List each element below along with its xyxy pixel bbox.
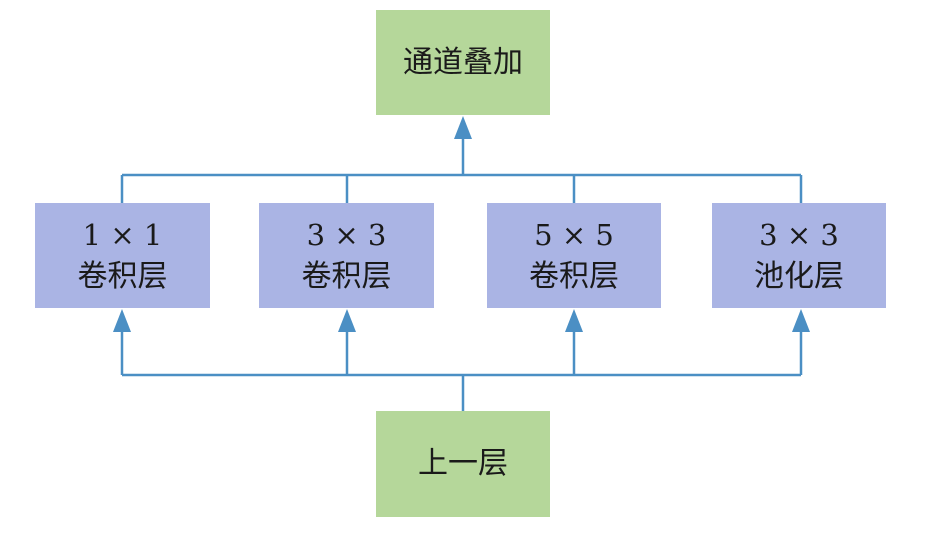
arrowhead-branch-1 <box>338 309 356 332</box>
branch-layer-type: 卷积层 <box>529 258 619 294</box>
branch-kernel-size: 3 × 3 <box>306 217 387 252</box>
branch-layer-type: 池化层 <box>754 258 844 294</box>
branch-kernel-size: 3 × 3 <box>759 217 839 252</box>
concat-node-label: 通道叠加 <box>403 44 523 80</box>
branch-node-conv5x5: 5 × 5 卷积层 <box>487 203 661 308</box>
branch-node-pool3x3: 3 × 3 池化层 <box>712 203 886 308</box>
arrowhead-branch-2 <box>565 309 583 332</box>
branch-layer-type: 卷积层 <box>77 258 168 294</box>
branch-node-conv1x1: 1 × 1 卷积层 <box>35 203 210 308</box>
branch-layer-type: 卷积层 <box>301 258 392 294</box>
branch-node-conv3x3: 3 × 3 卷积层 <box>259 203 434 308</box>
concat-node: 通道叠加 <box>376 10 550 115</box>
previous-layer-node: 上一层 <box>376 411 550 517</box>
branch-kernel-size: 5 × 5 <box>534 217 614 252</box>
arrowhead-branch-0 <box>113 309 131 332</box>
branch-kernel-size: 1 × 1 <box>82 217 163 252</box>
previous-layer-label: 上一层 <box>418 446 508 481</box>
arrowhead-branch-3 <box>792 309 810 332</box>
arrowhead-concat <box>454 116 472 139</box>
